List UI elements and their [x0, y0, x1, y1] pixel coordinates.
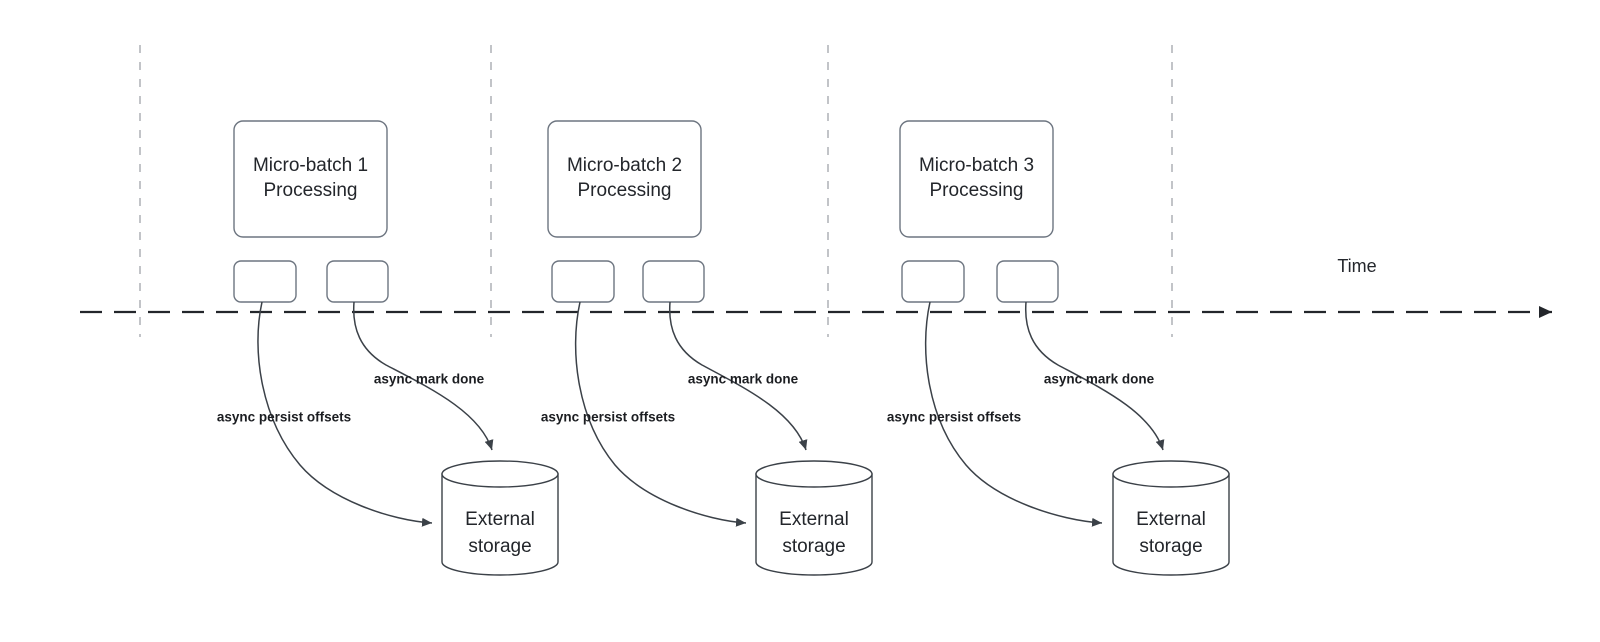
- micro-batch-label-line2: Processing: [264, 180, 358, 201]
- async-persist-offsets-label: async persist offsets: [217, 410, 351, 425]
- external-storage-label-line1: External: [465, 509, 535, 530]
- external-storage-label-line1: External: [779, 509, 849, 530]
- task-box-mark-done[interactable]: [996, 260, 1059, 303]
- micro-batch-box[interactable]: [233, 120, 388, 238]
- task-box-mark-done[interactable]: [326, 260, 389, 303]
- async-mark-done-label: async mark done: [1044, 372, 1155, 387]
- micro-batch-label-line1: Micro-batch 2: [567, 155, 682, 176]
- time-axis-label: Time: [1337, 256, 1376, 276]
- micro-batch-box[interactable]: [899, 120, 1054, 238]
- tick-lines: [139, 45, 1173, 337]
- cylinder-top: [755, 460, 873, 488]
- group-3: Micro-batch 3 Processing async persist o…: [887, 120, 1230, 576]
- task-box-offsets[interactable]: [551, 260, 615, 303]
- cylinder-body: [755, 473, 873, 576]
- cylinder-top: [1112, 460, 1230, 488]
- external-storage-cylinder[interactable]: External storage: [755, 460, 873, 576]
- cylinder-body: [441, 473, 559, 576]
- external-storage-label-line1: External: [1136, 509, 1206, 530]
- external-storage-cylinder[interactable]: External storage: [1112, 460, 1230, 576]
- cylinder-top: [441, 460, 559, 488]
- micro-batch-label-line1: Micro-batch 1: [253, 155, 368, 176]
- group-1: Micro-batch 1 Processing async persist o…: [217, 120, 559, 576]
- external-storage-label-line2: storage: [782, 536, 845, 557]
- micro-batch-label-line1: Micro-batch 3: [919, 155, 1034, 176]
- micro-batch-label-line2: Processing: [930, 180, 1024, 201]
- async-persist-offsets-label: async persist offsets: [541, 410, 675, 425]
- time-axis: Time: [80, 256, 1552, 318]
- async-persist-offsets-label: async persist offsets: [887, 410, 1021, 425]
- cylinder-body: [1112, 473, 1230, 576]
- external-storage-label-line2: storage: [1139, 536, 1202, 557]
- task-box-offsets[interactable]: [901, 260, 965, 303]
- async-mark-done-arrow: [352, 301, 494, 451]
- micro-batch-label-line2: Processing: [578, 180, 672, 201]
- external-storage-label-line2: storage: [468, 536, 531, 557]
- async-mark-done-arrow: [1024, 301, 1165, 451]
- async-mark-done-label: async mark done: [688, 372, 799, 387]
- async-persist-offsets-arrow: [257, 301, 433, 527]
- task-box-offsets[interactable]: [233, 260, 297, 303]
- async-persist-offsets-arrow: [924, 301, 1103, 527]
- async-persist-offsets-arrow: [574, 301, 747, 527]
- micro-batch-box[interactable]: [547, 120, 702, 238]
- external-storage-cylinder[interactable]: External storage: [441, 460, 559, 576]
- group-2: Micro-batch 2 Processing async persist o…: [541, 120, 873, 576]
- async-mark-done-arrow: [668, 301, 808, 451]
- async-mark-done-label: async mark done: [374, 372, 485, 387]
- task-box-mark-done[interactable]: [642, 260, 705, 303]
